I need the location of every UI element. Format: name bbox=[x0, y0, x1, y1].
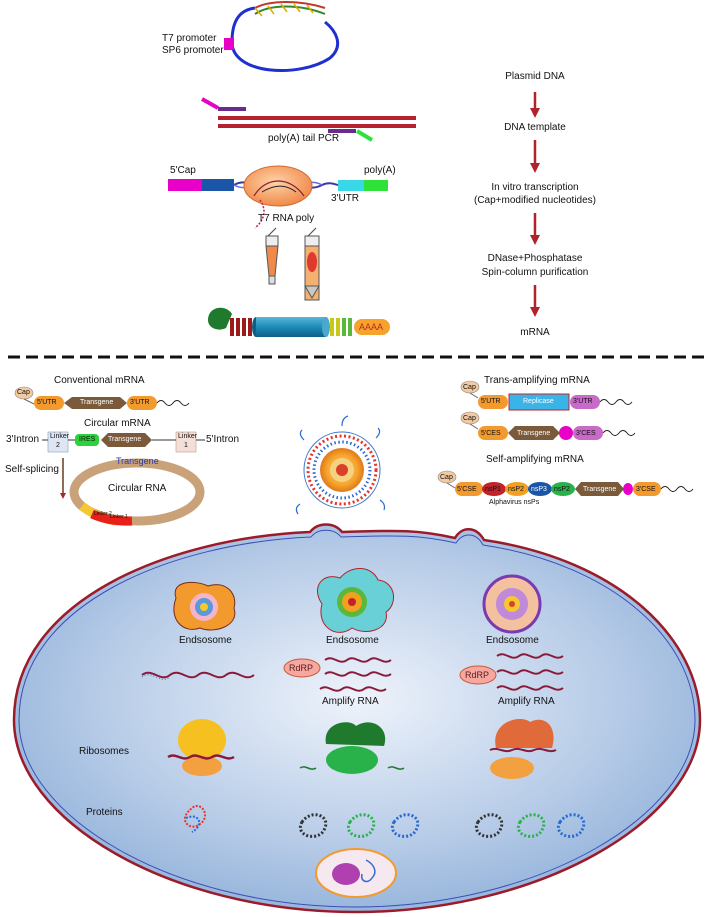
three-intron-label: 3'Intron bbox=[6, 434, 40, 445]
alphavirus-label: Alphavirus nsPs bbox=[489, 499, 540, 506]
ring-transgene-label: Transgene bbox=[116, 456, 159, 466]
linker2-label: Linker bbox=[50, 433, 70, 440]
amplify-rna-1-label: Amplify RNA bbox=[322, 696, 379, 707]
self-amplifying-title: Self-amplifying mRNA bbox=[486, 454, 584, 465]
ribosome-1-icon bbox=[167, 719, 235, 776]
replicase-label: Replicase bbox=[523, 398, 554, 405]
self-splicing-label: Self-splicing bbox=[5, 464, 59, 475]
rdrp-2-label: RdRP bbox=[465, 670, 490, 680]
mrna-product-icon bbox=[208, 307, 390, 337]
linker1-number: 1 bbox=[184, 442, 188, 449]
rdrp-1-label: RdRP bbox=[289, 663, 314, 673]
ribosomes-label: Ribosomes bbox=[79, 746, 130, 757]
ribosome-3-icon bbox=[489, 719, 557, 779]
trans-ces5-label: 5'CES bbox=[481, 430, 501, 437]
rdrp-1-icon bbox=[283, 658, 321, 678]
circular-mrna-title: Circular mRNA bbox=[84, 418, 151, 429]
flow-step-purification: Spin-column purification bbox=[481, 267, 589, 278]
trans-amplifying-construct bbox=[460, 380, 636, 440]
trans-ces3-label: 3'CES bbox=[576, 430, 596, 437]
cse5-label: 5'CSE bbox=[457, 486, 477, 493]
conventional-mrna-title: Conventional mRNA bbox=[54, 375, 145, 386]
spin-column-icon bbox=[265, 227, 320, 301]
pcr-primers-icon bbox=[201, 97, 416, 142]
sp6-promoter-label: SP6 promoter bbox=[162, 45, 224, 56]
amplified-rna-1-icon bbox=[319, 657, 392, 692]
t7-rna-poly-label: T7 RNA poly bbox=[258, 213, 315, 224]
nsp4-label: nsP2 bbox=[554, 486, 570, 493]
transcription-template-icon bbox=[168, 165, 388, 229]
conventional-utr3-label: 3'UTR bbox=[130, 399, 150, 406]
self-amp-transgene-label: Transgene bbox=[583, 486, 617, 493]
endosome-2-icon bbox=[317, 568, 394, 633]
five-cap-label: 5'Cap bbox=[170, 165, 196, 176]
plasmid-icon bbox=[224, 1, 340, 73]
trans-amplifying-title: Trans-amplifying mRNA bbox=[484, 375, 590, 386]
conventional-transgene-label: Transgene bbox=[80, 399, 114, 406]
cse3-label: 3'CSE bbox=[636, 486, 656, 493]
nsp2-label: nsP2 bbox=[508, 486, 524, 493]
linker1-label: Linker bbox=[178, 433, 198, 440]
endosome-2-label: Endsosome bbox=[326, 635, 379, 646]
circular-transgene-label: Transgene bbox=[108, 436, 142, 443]
circular-rna-label: Circular RNA bbox=[108, 483, 167, 494]
lipid-nanoparticle-icon bbox=[295, 415, 386, 515]
proteins-label: Proteins bbox=[86, 807, 123, 818]
nsp3-label: nsP3 bbox=[531, 486, 547, 493]
trans-utr3-label: 3'UTR bbox=[573, 398, 593, 405]
flow-step-template: DNA template bbox=[504, 122, 566, 133]
ires-label: IRES bbox=[79, 436, 96, 443]
amplified-rna-2-icon bbox=[496, 653, 564, 691]
ribosome-2-icon bbox=[299, 722, 405, 774]
trans-utr5-label: 5'UTR bbox=[481, 398, 501, 405]
t7-promoter-label: T7 promoter bbox=[162, 33, 217, 44]
protein-cluster-2-icon bbox=[298, 813, 420, 838]
endosome-1-icon bbox=[173, 581, 236, 631]
polya-tail-label: AAAA bbox=[359, 322, 384, 332]
linker2-number: 2 bbox=[56, 442, 60, 449]
flow-step-mrna: mRNA bbox=[520, 327, 550, 338]
conventional-utr5-label: 5'UTR bbox=[37, 399, 57, 406]
flow-step-dnase: DNase+Phosphatase bbox=[487, 253, 583, 264]
endosome-3-label: Endsosome bbox=[486, 635, 539, 646]
circular-mrna-construct bbox=[42, 431, 205, 526]
five-intron-label: 5'Intron bbox=[206, 434, 240, 445]
nsp1-label: nsP1 bbox=[485, 486, 501, 493]
flow-step-ivt: In vitro transcription bbox=[491, 182, 579, 193]
flow-step-ivt-detail: (Cap+modified nucleotides) bbox=[473, 195, 596, 206]
ring-linker2-label: Linker 2 bbox=[94, 511, 112, 517]
nucleus-icon bbox=[315, 848, 397, 898]
released-mrna-icon bbox=[141, 671, 255, 680]
trans-cap2-label: Cap bbox=[463, 415, 476, 422]
ring-linker1-label: Linker 1 bbox=[110, 514, 128, 520]
endosome-1-label: Endsosome bbox=[179, 635, 232, 646]
self-amp-cap-label: Cap bbox=[440, 474, 453, 481]
trans-cap1-label: Cap bbox=[463, 384, 476, 391]
rdrp-2-icon bbox=[459, 665, 497, 685]
flow-step-plasmid: Plasmid DNA bbox=[505, 71, 565, 82]
conventional-cap-label: Cap bbox=[17, 389, 30, 396]
endosome-3-icon bbox=[482, 574, 542, 634]
amplify-rna-2-label: Amplify RNA bbox=[498, 696, 555, 707]
trans-transgene-label: Transgene bbox=[517, 430, 551, 437]
conventional-mrna-construct bbox=[14, 386, 190, 410]
protein-cluster-3-icon bbox=[474, 813, 586, 838]
polya-label: poly(A) bbox=[364, 165, 396, 176]
polya-pcr-label: poly(A) tail PCR bbox=[268, 133, 340, 144]
self-amplifying-construct bbox=[437, 470, 694, 496]
three-utr-label: 3'UTR bbox=[331, 193, 360, 204]
protein-cluster-1-icon bbox=[184, 805, 206, 833]
